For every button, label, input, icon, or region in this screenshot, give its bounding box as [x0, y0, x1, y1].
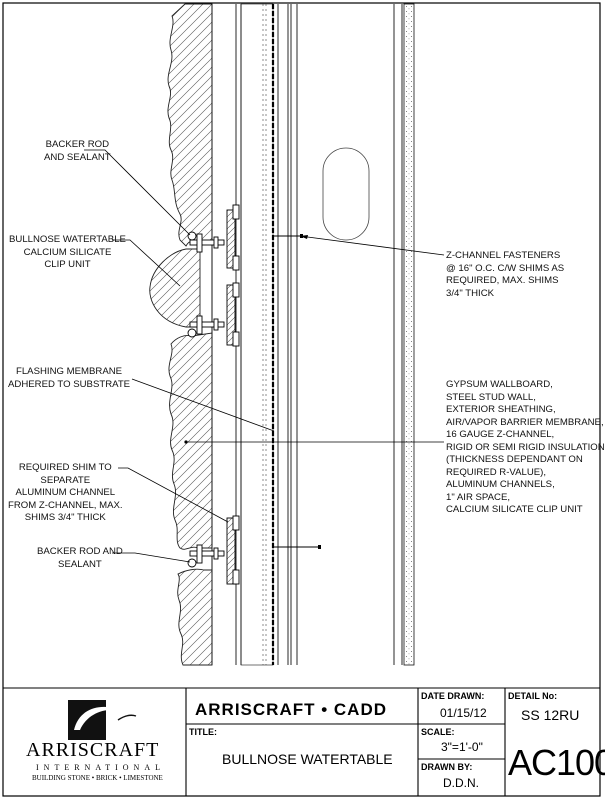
callout-line: REQUIRED R-VALUE),	[446, 466, 547, 478]
callout-line: RIGID OR SEMI RIGID INSULATION	[446, 441, 605, 453]
callout-line: STEEL STUD WALL,	[446, 391, 536, 403]
callout-line: ALUMINUM CHANNELS,	[446, 479, 555, 490]
stud-knockout	[322, 147, 370, 241]
drawn-by-label: DRAWN BY:	[421, 762, 473, 772]
callout-line: 16 GAUGE Z-CHANNEL,	[446, 429, 555, 440]
callout-line: BULLNOSE WATERTABLE	[9, 234, 126, 245]
stone-veneer-upper	[167, 3, 213, 247]
detail-label: DETAIL No:	[508, 691, 558, 701]
company-name: ARRISCRAFT • CADD	[195, 700, 387, 719]
logo-sub: INTERNATIONAL	[36, 763, 165, 772]
drawing-title: BULLNOSE WATERTABLE	[222, 751, 393, 767]
stone-veneer-lower	[177, 568, 213, 666]
callout-line: FROM Z-CHANNEL, MAX.	[8, 499, 123, 511]
arriscraft-logo-mark	[68, 700, 137, 740]
sheet-number: AC100	[508, 742, 605, 783]
callout-line: AND SEALANT	[44, 151, 111, 163]
callout-line: BACKER ROD AND	[37, 546, 123, 557]
logo-name: ARRISCRAFT	[26, 739, 160, 761]
callout-line: 3/4" THICK	[446, 287, 495, 299]
callout-line: CALCIUM SILICATE CLIP UNIT	[446, 504, 583, 515]
drawn-by-value: D.D.N.	[443, 776, 479, 790]
callout-line: SHIMS 3/4" THICK	[24, 512, 106, 523]
callout-backer-rod-top: BACKER ROD AND SEALANT	[44, 139, 111, 164]
callout-flashing: FLASHING MEMBRANE ADHERED TO SUBSTRATE	[8, 366, 130, 391]
callout-line: REQUIRED SHIM TO	[18, 462, 112, 473]
callout-zchannel: Z-CHANNEL FASTENERS @ 16" O.C. C/W SHIMS…	[446, 250, 564, 300]
title-label: TITLE:	[189, 727, 217, 737]
callout-line: CALCIUM SILICATE	[23, 246, 112, 258]
callout-line: ALUMINUM CHANNEL	[15, 487, 116, 498]
callout-line: 1" AIR SPACE,	[446, 491, 511, 503]
callout-line: SEPARATE	[40, 474, 91, 486]
callout-line: ADHERED TO SUBSTRATE	[8, 378, 131, 390]
date-label: DATE DRAWN:	[421, 691, 485, 701]
date-value: 01/15/12	[440, 706, 487, 720]
bullnose-unit	[149, 248, 201, 328]
callout-line: AIR/VAPOR BARRIER MEMBRANE,	[446, 416, 604, 428]
callout-line: EXTERIOR SHEATHING,	[446, 404, 556, 415]
callout-line: REQUIRED, MAX. SHIMS	[446, 275, 559, 286]
callout-line: Z-CHANNEL FASTENERS	[446, 250, 561, 261]
callout-line: CLIP UNIT	[44, 259, 91, 270]
callout-backer-rod-bottom: BACKER ROD AND SEALANT	[37, 546, 123, 571]
logo-tagline: BUILDING STONE • BRICK • LIMESTONE	[32, 774, 163, 782]
callout-line: BACKER ROD	[45, 139, 110, 150]
callout-line: FLASHING MEMBRANE	[15, 366, 123, 377]
scale-value: 3"=1'-0"	[441, 740, 483, 754]
stone-veneer-middle	[168, 332, 213, 550]
detail-number: SS 12RU	[521, 707, 580, 723]
callout-line: SEALANT	[58, 558, 102, 570]
callout-line: GYPSUM WALLBOARD,	[446, 379, 553, 390]
scale-label: SCALE:	[421, 727, 455, 737]
callout-line: @ 16" O.C. C/W SHIMS AS	[446, 262, 565, 274]
callout-assembly: GYPSUM WALLBOARD, STEEL STUD WALL, EXTER…	[446, 379, 605, 517]
callout-shim: REQUIRED SHIM TO SEPARATE ALUMINUM CHANN…	[8, 462, 123, 525]
callout-line: (THICKNESS DEPENDANT ON	[446, 454, 583, 465]
callout-bullnose: BULLNOSE WATERTABLE CALCIUM SILICATE CLI…	[9, 234, 126, 272]
